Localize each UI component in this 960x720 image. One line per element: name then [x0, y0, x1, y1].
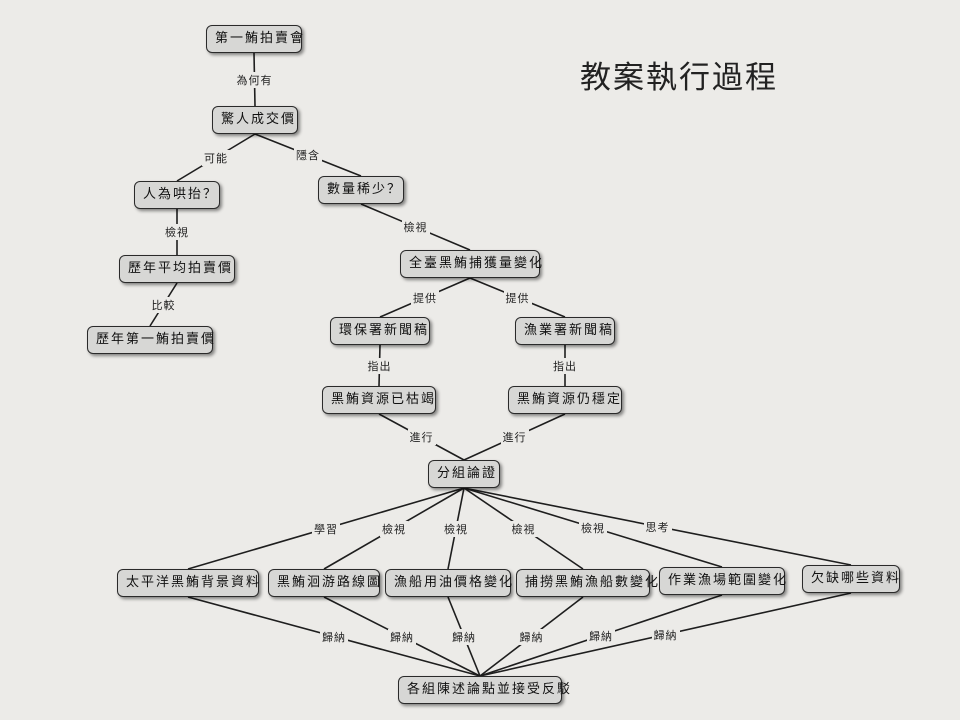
node-epa-press-release: 環保署新聞稿 [330, 317, 430, 345]
node-migration-route-map: 黑鮪洄游路線圖 [268, 569, 380, 597]
node-annual-first-tuna-price: 歷年第一鮪拍賣價 [87, 326, 214, 354]
edge-label-n10-n12: 進行 [407, 429, 436, 445]
node-groups-present-arguments: 各組陳述論點並接受反駁 [398, 676, 570, 704]
node-fishing-ground-change: 作業漁場範圍變化 [659, 567, 786, 595]
node-fishing-boat-count-change: 捕撈黑鮪漁船數變化 [516, 569, 658, 597]
node-fisheries-press-release: 漁業署新聞稿 [515, 317, 615, 345]
edge-label-n12-n13: 學習 [312, 520, 340, 537]
edge-label-n3-n5: 檢視 [163, 224, 191, 240]
edge-label-n5-n6: 比較 [149, 296, 178, 313]
node-annual-average-price: 歷年平均拍賣價 [119, 255, 235, 283]
edge-label-n1-n2: 為何有 [234, 71, 275, 88]
node-missing-data: 欠缺哪些資料 [802, 565, 900, 593]
edge-label-n17-n19: 歸納 [587, 627, 615, 644]
node-resource-stable: 黑鮪資源仍穩定 [508, 386, 622, 414]
edge-label-n8-n10: 指出 [365, 357, 394, 374]
node-group-argumentation: 分組論證 [428, 460, 500, 488]
edge-label-n2-n4: 隱含 [294, 147, 322, 163]
node-pacific-tuna-background: 太平洋黑鮪背景資料 [117, 569, 259, 597]
edge-label-n12-n16: 檢視 [509, 520, 538, 537]
edge-label-n11-n12: 進行 [500, 429, 529, 445]
edge-label-n9-n11: 指出 [551, 357, 579, 374]
edge-label-n18-n19: 歸納 [651, 626, 680, 643]
diagram-title: 教案執行過程 [580, 60, 778, 96]
edge-label-n15-n19: 歸納 [450, 628, 478, 645]
node-astonishing-price: 驚人成交價 [212, 106, 298, 134]
edge-label-n7-n8: 提供 [411, 289, 439, 306]
edge-label-n7-n9: 提供 [503, 289, 532, 306]
edge-label-n12-n17: 檢視 [579, 519, 607, 536]
edge-label-n12-n15: 檢視 [442, 520, 470, 537]
node-taiwan-catch-change: 全臺黑鮪捕獲量變化 [400, 250, 542, 278]
node-resource-depleted: 黑鮪資源已枯竭 [322, 386, 436, 414]
node-artificial-bidding: 人為哄抬？ [134, 181, 220, 209]
node-scarce-quantity: 數量稀少？ [318, 176, 404, 204]
edge-label-n12-n14: 檢視 [380, 520, 408, 537]
node-fuel-price-change: 漁船用油價格變化 [385, 569, 512, 597]
edge-label-n14-n19: 歸納 [388, 628, 416, 645]
node-first-tuna-auction: 第一鮪拍賣會 [206, 25, 303, 53]
edge-label-n12-n18: 思考 [643, 518, 672, 535]
edge-label-n2-n3: 可能 [202, 149, 230, 166]
edge-label-n16-n19: 歸納 [517, 628, 546, 645]
edge-label-n13-n19: 歸納 [320, 628, 348, 645]
edge-label-n4-n7: 檢視 [401, 219, 430, 235]
